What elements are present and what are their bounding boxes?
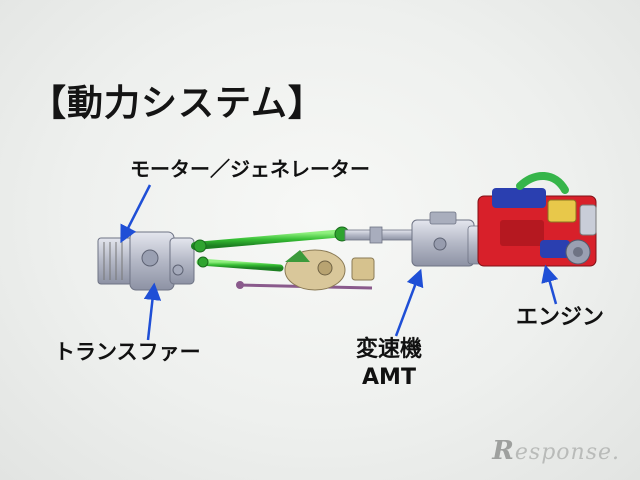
arrow-engine [541, 264, 559, 305]
label-transfer: トランスファー [54, 340, 201, 364]
main-shaft [344, 226, 416, 244]
engine [477, 172, 597, 267]
transfer-unit [97, 231, 195, 291]
label-transmission-line1: 変速機 [356, 337, 423, 362]
arrow-transmission [394, 268, 424, 337]
label-motor-generator: モーター／ジェネレーター [130, 157, 370, 181]
label-transmission-line2: AMT [362, 365, 416, 390]
transmission-amt [411, 211, 487, 267]
arrow-transfer [143, 282, 162, 341]
label-transmission: 変速機 AMT [356, 336, 422, 392]
arrow-motor-generator [120, 184, 152, 244]
slide-title: 【動力システム】 [30, 83, 325, 124]
label-engine: エンジン [516, 305, 605, 330]
response-logo: Response. [492, 436, 620, 466]
axle-assembly [236, 249, 375, 291]
